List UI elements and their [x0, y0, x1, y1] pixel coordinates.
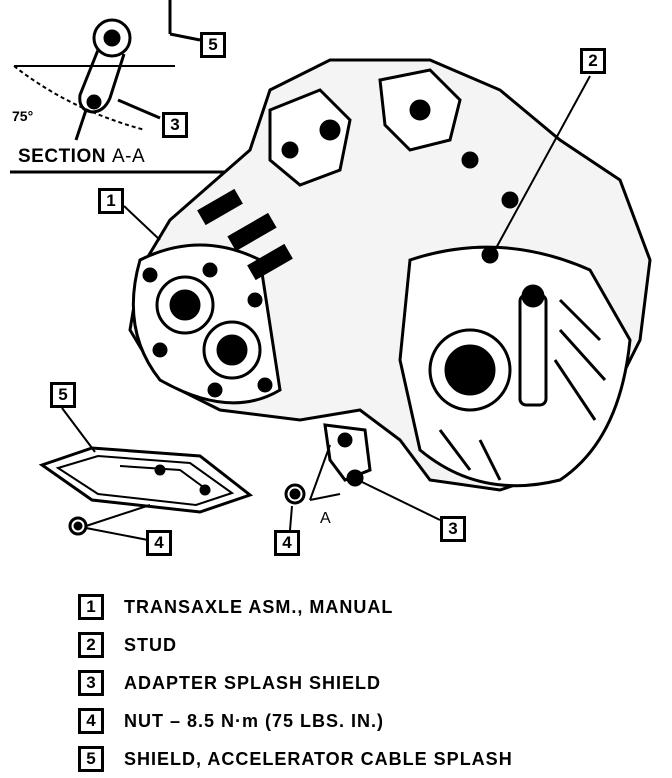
callout-4-left: 4 — [146, 530, 172, 556]
callout-2: 2 — [580, 48, 606, 74]
callout-5-shield: 5 — [50, 382, 76, 408]
legend-number-2: 2 — [78, 632, 104, 658]
view-marker-a: A — [320, 510, 331, 527]
legend-row-4: 4 NUT – 8.5 N·m (75 LBS. IN.) — [78, 702, 638, 740]
legend-text-2: STUD — [124, 634, 177, 655]
callout-5-detail: 5 — [200, 32, 226, 58]
callout-1: 1 — [98, 188, 124, 214]
section-view-id: A-A — [111, 146, 146, 167]
section-a-a-detail — [10, 0, 235, 174]
callout-4-right: 4 — [274, 530, 300, 556]
legend-text-3: ADAPTER SPLASH SHIELD — [124, 672, 382, 693]
callout-3-detail: 3 — [162, 112, 188, 138]
legend-row-1: 1 TRANSAXLE ASM., MANUAL — [78, 588, 638, 626]
legend-number-4: 4 — [78, 708, 104, 734]
legend-number-3: 3 — [78, 670, 104, 696]
legend-row-3: 3 ADAPTER SPLASH SHIELD — [78, 664, 638, 702]
angle-label: 75° — [12, 108, 34, 124]
parts-legend: 1 TRANSAXLE ASM., MANUAL 2 STUD 3 ADAPTE… — [78, 588, 638, 778]
legend-row-5: 5 SHIELD, ACCELERATOR CABLE SPLASH — [78, 740, 638, 778]
nuts — [68, 483, 306, 536]
transaxle-assembly — [128, 58, 652, 492]
legend-text-4: NUT – 8.5 N·m (75 LBS. IN.) — [124, 710, 385, 731]
accelerator-cable-splash-shield — [38, 446, 254, 514]
legend-text-5: SHIELD, ACCELERATOR CABLE SPLASH — [124, 748, 513, 769]
section-title-word: SECTION — [18, 146, 106, 167]
callout-3-main: 3 — [440, 516, 466, 542]
legend-text-1: TRANSAXLE ASM., MANUAL — [124, 596, 394, 617]
legend-number-1: 1 — [78, 594, 104, 620]
legend-row-2: 2 STUD — [78, 626, 638, 664]
leader-lines — [61, 75, 591, 541]
legend-number-5: 5 — [78, 746, 104, 772]
